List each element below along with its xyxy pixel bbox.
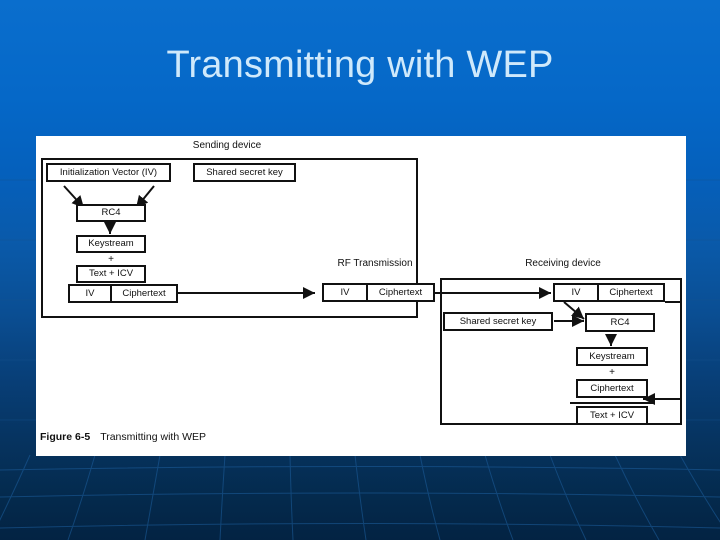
receiving-packet-ciphertext-cell: Ciphertext xyxy=(609,287,653,298)
receiving-text-icv-box: Text + ICV xyxy=(576,406,648,425)
sending-packet-ciphertext-cell: Ciphertext xyxy=(122,288,166,299)
sending-keystream-box: Keystream xyxy=(76,235,146,253)
rf-packet-iv-cell: IV xyxy=(324,285,368,300)
sending-device-label: Sending device xyxy=(192,140,262,151)
sending-packet-box: IV Ciphertext xyxy=(68,284,178,303)
rf-transmission-label: RF Transmission xyxy=(337,258,413,269)
receiving-rc4-box: RC4 xyxy=(585,313,655,332)
rf-packet-ciphertext-cell: Ciphertext xyxy=(378,287,423,298)
figure-panel: Sending device Initialization Vector (IV… xyxy=(36,136,686,456)
sending-packet-iv-cell: IV xyxy=(70,286,112,301)
sending-iv-box: Initialization Vector (IV) xyxy=(46,163,171,182)
figure-caption-text: Transmitting with WEP xyxy=(100,431,206,443)
sending-text-icv-box: Text + ICV xyxy=(76,265,146,283)
receiving-ciphertext-box: Ciphertext xyxy=(576,379,648,398)
receiving-device-label: Receiving device xyxy=(525,258,601,269)
slide-title: Transmitting with WEP xyxy=(166,44,554,86)
figure-caption-number: Figure 6-5 xyxy=(40,431,91,443)
receiving-packet-iv-cell: IV xyxy=(555,285,599,300)
sending-plus-symbol: + xyxy=(108,254,114,265)
sending-shared-key-box: Shared secret key xyxy=(193,163,296,182)
sending-rc4-box: RC4 xyxy=(76,204,146,222)
receiving-plus-symbol: + xyxy=(609,367,615,378)
sending-device-container xyxy=(41,158,418,318)
receiving-packet-box: IV Ciphertext xyxy=(553,283,665,302)
rf-packet-box: IV Ciphertext xyxy=(322,283,435,302)
receiving-device-container xyxy=(440,278,682,425)
receiving-keystream-box: Keystream xyxy=(576,347,648,366)
receiving-sum-rule xyxy=(570,402,654,404)
figure-caption: Figure 6-5 Transmitting with WEP xyxy=(40,431,206,443)
receiving-shared-key-box: Shared secret key xyxy=(443,312,553,331)
